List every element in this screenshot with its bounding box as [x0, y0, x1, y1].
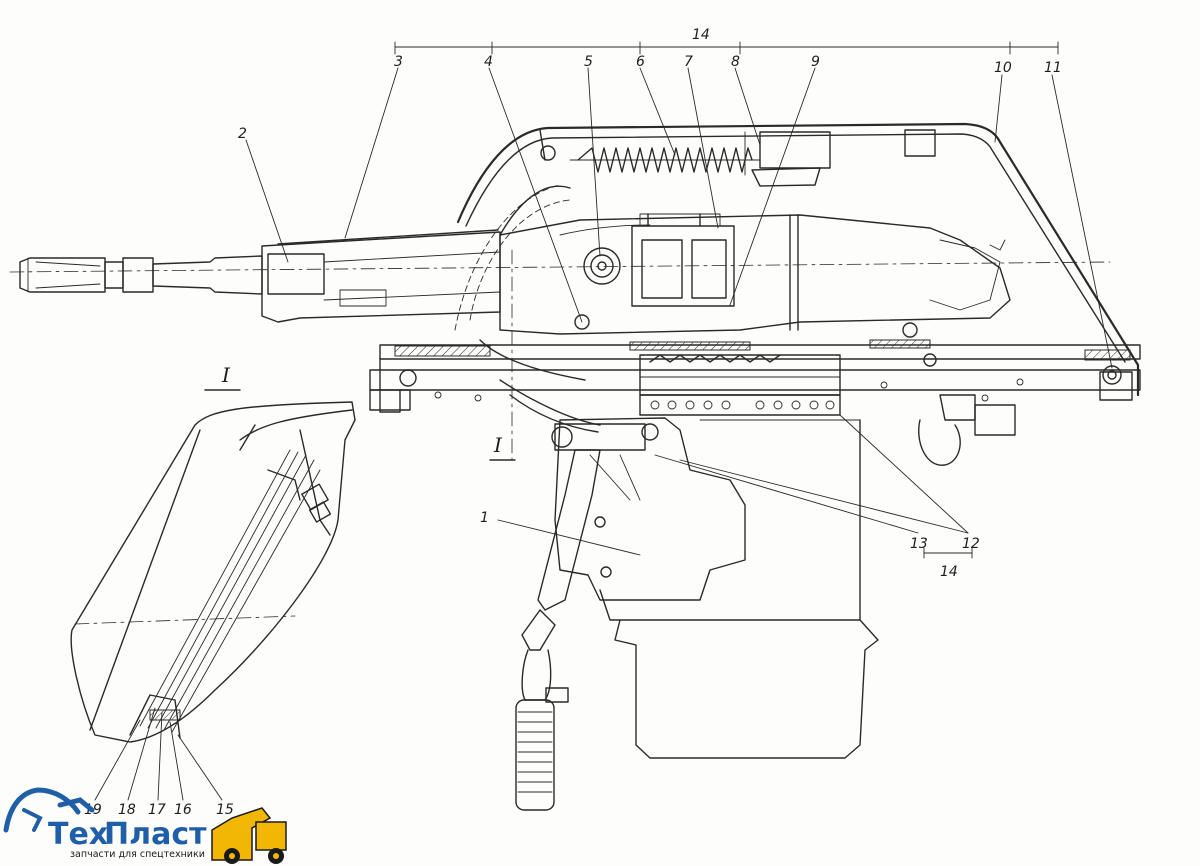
callout-6: 6 [636, 54, 645, 70]
callout-2: 2 [238, 126, 247, 142]
loader-icon [211, 807, 287, 864]
callout-4: 4 [484, 54, 493, 70]
section-marker-right: I [493, 433, 503, 457]
recoil-spring [540, 145, 761, 173]
callout-11: 11 [1044, 60, 1062, 76]
handle-grip-ridges [517, 711, 553, 793]
control-handle [515, 449, 641, 811]
gun-receiver [499, 213, 1011, 335]
callout-5: 5 [584, 54, 593, 70]
ammo-guide-arc [454, 184, 601, 461]
callout-labels: 14 2 3 4 5 6 7 8 9 10 11 1 13 12 14 19 1… [84, 27, 1062, 818]
logo-name-part2: Пласт [104, 817, 207, 852]
callout-14-top: 14 [692, 27, 710, 43]
bolt-row [650, 400, 835, 410]
callout-10: 10 [994, 60, 1012, 76]
section-view-I [70, 401, 356, 743]
barrel-assembly [9, 229, 1111, 323]
section-marker-left: I [221, 363, 231, 387]
callout-17: 17 [148, 802, 166, 818]
logo-name-part1: Тех [48, 817, 108, 852]
callout-9: 9 [811, 54, 820, 70]
callout-1: 1 [480, 510, 489, 526]
callout-3: 3 [394, 54, 403, 70]
ammo-box [551, 417, 879, 759]
logo-tagline: запчасти для спецтехники [70, 849, 205, 860]
top-dimension-line [394, 41, 1059, 55]
callout-18: 18 [118, 802, 136, 818]
callout-15: 15 [216, 802, 234, 818]
base-rails [369, 314, 1141, 466]
armored-housing [456, 122, 1140, 397]
excavator-icon [3, 787, 95, 833]
callout-16: 16 [174, 802, 192, 818]
callout-8: 8 [731, 54, 740, 70]
callout-7: 7 [684, 54, 693, 70]
callout-12: 12 [962, 536, 980, 552]
callout-13: 13 [910, 536, 928, 552]
leader-lines [94, 67, 1113, 801]
callout-14-bottom: 14 [940, 564, 958, 580]
brand-logo: Тех Пласт запчасти для спецтехники [3, 787, 287, 864]
